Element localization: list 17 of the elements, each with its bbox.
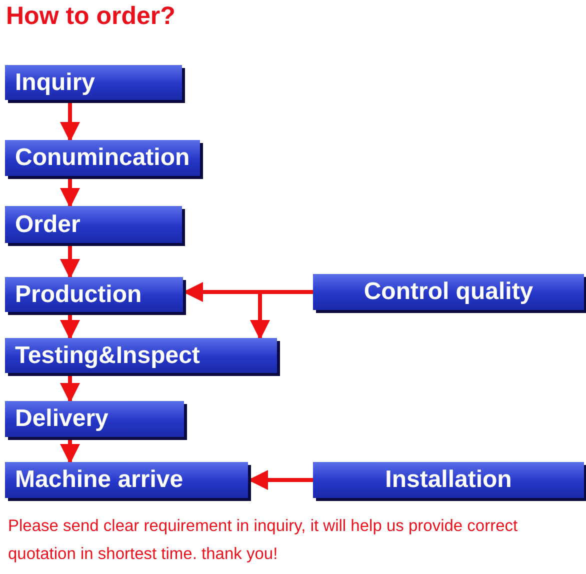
arrow [60, 243, 80, 279]
arrow [60, 373, 80, 403]
process-box: Production [5, 277, 183, 312]
process-box: Control quality [313, 274, 584, 310]
arrow [60, 100, 80, 142]
arrow [248, 470, 313, 490]
note-text: Please send clear requirement in inquiry, it will help us provide correct quotation in shortest time. thank you! [8, 516, 519, 565]
arrow [60, 312, 80, 340]
process-box: Machine arrive [5, 462, 248, 498]
process-box: Delivery [5, 401, 184, 437]
process-box: Installation [313, 462, 584, 498]
process-box: Testing&Inspect [5, 338, 277, 373]
process-box: Order [5, 206, 182, 243]
process-box: Conumincation [5, 140, 200, 176]
title: How to order? [6, 2, 176, 31]
arrow [60, 176, 80, 208]
process-box: Inquiry [5, 65, 182, 100]
